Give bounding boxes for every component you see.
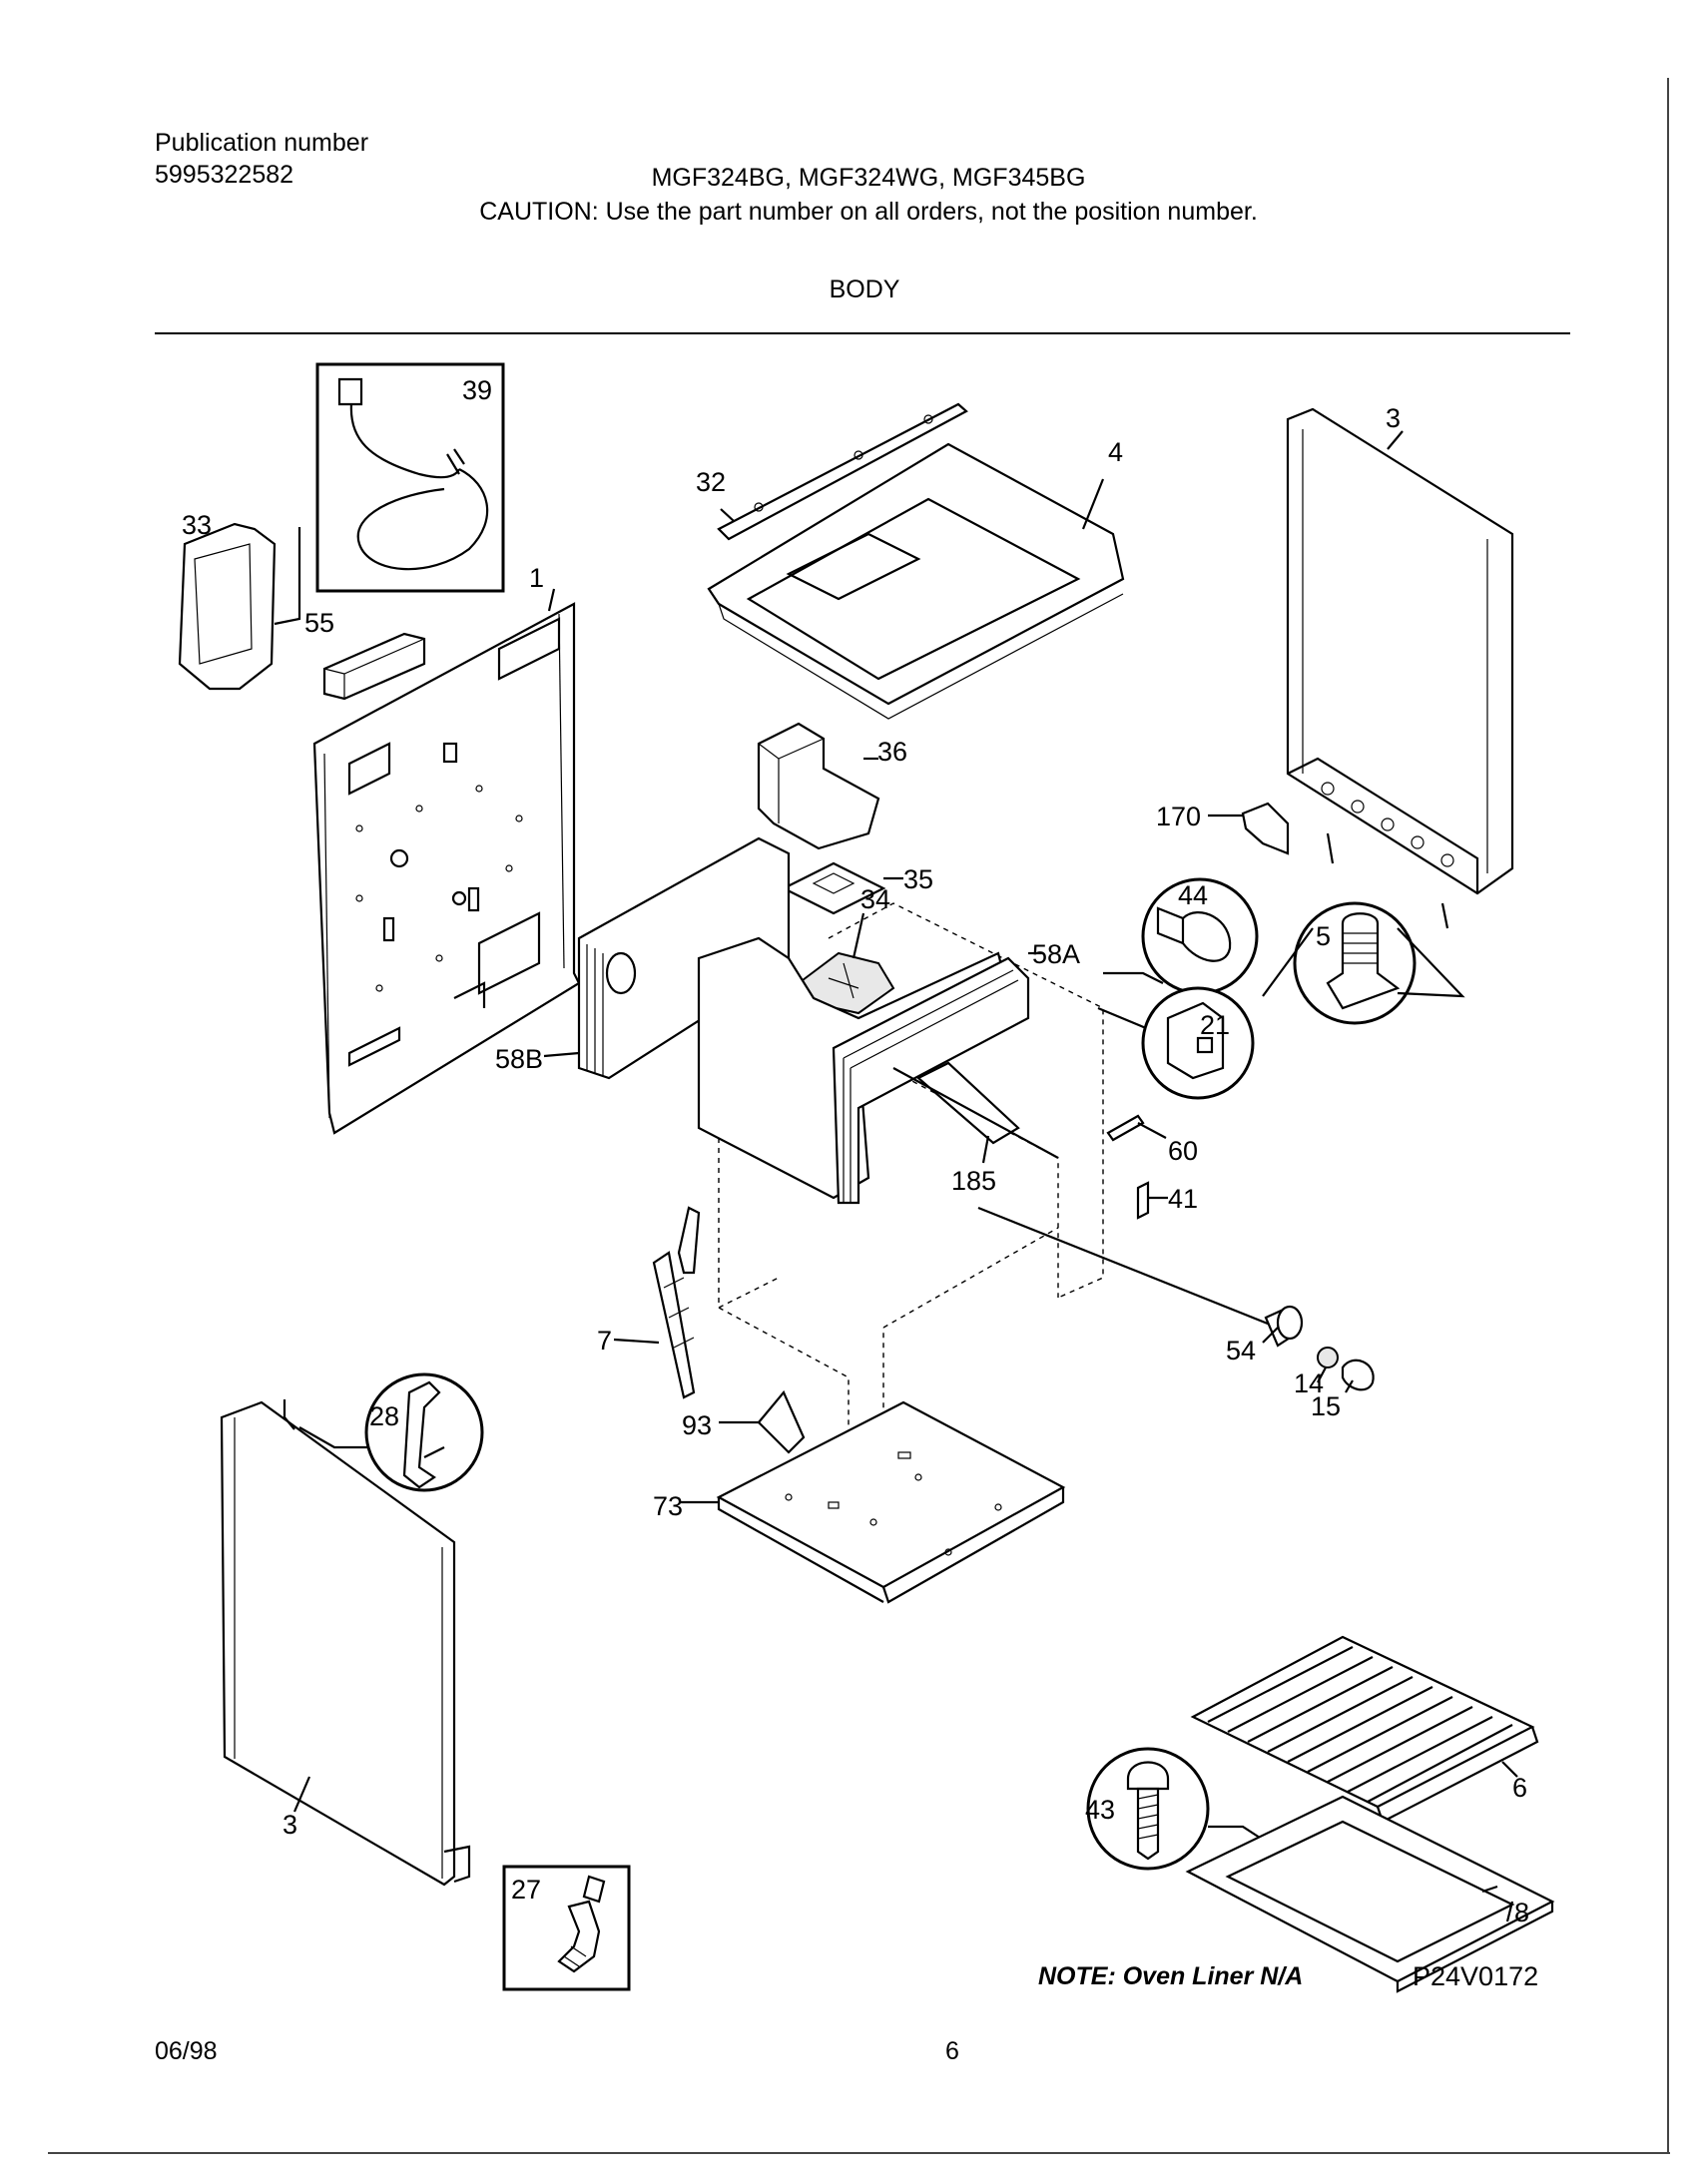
- callout-21: 21: [1200, 1010, 1230, 1040]
- publication-label: Publication number: [155, 129, 369, 157]
- callout-labels: 39 33 55 1 32 4 3 36 170 35 34 44 5 58A …: [182, 375, 1529, 1927]
- junction-box: [178, 522, 277, 691]
- callout-circle-28: [298, 1372, 484, 1492]
- door-hinge: [613, 1206, 701, 1399]
- lamp-bulb: [1341, 1359, 1375, 1391]
- callout-circle-5: [1262, 901, 1465, 1025]
- callout-3-right: 3: [1386, 403, 1401, 433]
- callout-3-left: 3: [283, 1810, 297, 1840]
- callout-circle-21: [1097, 986, 1255, 1100]
- callout-27: 27: [511, 1875, 541, 1905]
- insulation-main: [697, 936, 1043, 1205]
- callout-41: 41: [1168, 1184, 1198, 1214]
- power-cord-inset: [315, 362, 505, 593]
- header-rule: [155, 332, 1570, 334]
- clip-41: [1136, 1181, 1150, 1220]
- side-panel-right: [1286, 407, 1514, 895]
- top-strip: [717, 402, 968, 541]
- callout-4: 4: [1108, 437, 1123, 467]
- bracket-55: [322, 632, 426, 701]
- leveler-bracket: [1241, 802, 1290, 855]
- callout-28: 28: [369, 1401, 399, 1431]
- callout-35: 35: [903, 864, 933, 894]
- element-bracket: [916, 1061, 1020, 1145]
- publication-number: 5995322582: [155, 161, 294, 189]
- callout-93: 93: [682, 1410, 712, 1440]
- callout-170: 170: [1156, 802, 1201, 831]
- bracket-93: [757, 1389, 806, 1454]
- oven-bottom: [679, 1400, 1066, 1604]
- callout-55: 55: [304, 608, 334, 638]
- callout-43: 43: [1085, 1795, 1115, 1825]
- callout-185: 185: [951, 1166, 996, 1196]
- callout-34: 34: [860, 884, 890, 914]
- plate-35: [781, 861, 886, 915]
- top-frame: [707, 442, 1125, 720]
- clip-60: [1106, 1114, 1145, 1142]
- callout-14: 14: [1294, 1368, 1324, 1398]
- model-numbers: MGF324BG, MGF324WG, MGF345BG: [651, 164, 1086, 192]
- callout-73: 73: [653, 1491, 683, 1521]
- page-edge-right: [1667, 78, 1669, 2154]
- callout-36: 36: [877, 737, 907, 767]
- clip-inset: [502, 1865, 631, 1991]
- callout-6: 6: [1512, 1773, 1527, 1803]
- page-edge-bottom: [48, 2152, 1670, 2154]
- callout-54: 54: [1226, 1336, 1256, 1365]
- callout-60: 60: [1168, 1136, 1198, 1166]
- callout-33: 33: [182, 510, 212, 540]
- oven-rack: [1190, 1635, 1539, 1824]
- callout-8: 8: [1514, 1898, 1529, 1927]
- figure-code: P24V0172: [1413, 1961, 1539, 1991]
- callout-7: 7: [597, 1326, 612, 1356]
- callout-58a: 58A: [1032, 939, 1080, 969]
- side-panel-left: [220, 1399, 471, 1887]
- callout-circle-43: [1086, 1747, 1264, 1871]
- lamp-receptacle: [1317, 1347, 1339, 1368]
- footer-date: 06/98: [155, 2037, 218, 2065]
- caution-text: CAUTION: Use the part number on all orde…: [479, 198, 1258, 226]
- callout-32: 32: [696, 467, 726, 497]
- section-title: BODY: [829, 275, 900, 303]
- callout-44: 44: [1178, 880, 1208, 910]
- callout-1: 1: [529, 563, 544, 593]
- callout-15: 15: [1311, 1391, 1341, 1421]
- vent-duct: [757, 722, 880, 850]
- oven-liner: [1185, 1795, 1555, 1993]
- callout-58b: 58B: [495, 1044, 543, 1074]
- callout-39: 39: [462, 375, 492, 405]
- back-panel: [312, 602, 581, 1135]
- callout-5: 5: [1316, 921, 1331, 951]
- oven-liner-note: NOTE: Oven Liner N/A: [1038, 1962, 1304, 1990]
- page-number: 6: [945, 2037, 959, 2065]
